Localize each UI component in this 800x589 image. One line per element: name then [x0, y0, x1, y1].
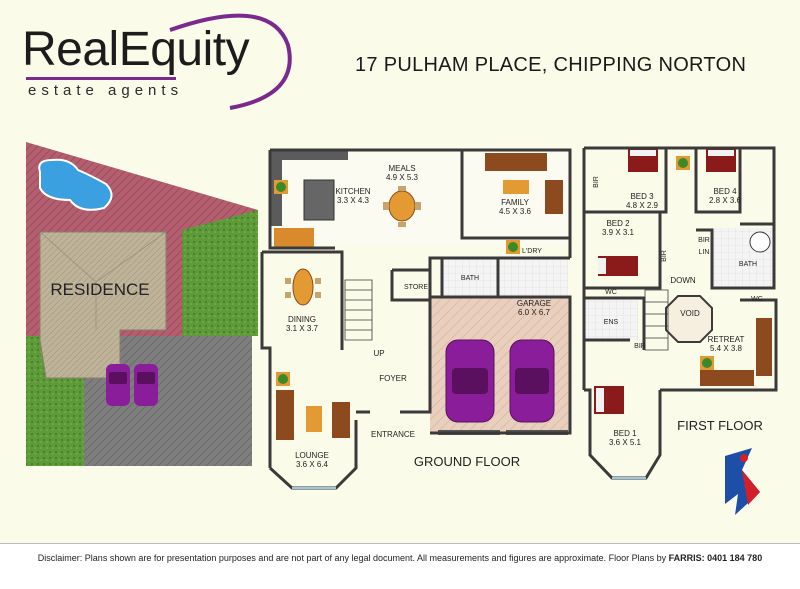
- meals-size: 4.9 X 5.3: [386, 173, 419, 182]
- bed4-size: 2.8 X 3.6: [709, 196, 742, 205]
- site-plan: RESIDENCE: [26, 142, 258, 466]
- site-car-left: [106, 364, 130, 406]
- logo-swoosh: [169, 13, 292, 110]
- bed1-size: 3.6 X 5.1: [609, 438, 642, 447]
- retreat-size: 5.4 X 3.8: [710, 344, 743, 353]
- laundry-floor: [500, 258, 568, 296]
- kitchen-size: 3.3 X 4.3: [337, 196, 370, 205]
- void-label: VOID: [680, 309, 700, 318]
- dining-size: 3.1 X 3.7: [286, 324, 319, 333]
- side-lawn: [182, 210, 258, 336]
- void-area: [665, 295, 713, 343]
- garage-size: 6.0 X 6.7: [518, 308, 551, 317]
- bed4-label: BED 4: [713, 187, 737, 196]
- ground-floor-plan: [260, 148, 572, 490]
- lounge-sofa: [276, 390, 294, 440]
- lounge-coffee-table: [306, 406, 322, 432]
- ground-floor-title: GROUND FLOOR: [414, 454, 520, 469]
- disclaimer-text: Disclaimer: Plans shown are for presenta…: [0, 544, 800, 563]
- entrance-label: ENTRANCE: [371, 430, 415, 439]
- bed-1: [594, 386, 624, 414]
- brand-tagline: estate agents: [28, 82, 184, 99]
- bed3-size: 4.8 X 2.9: [626, 201, 659, 210]
- dining-table: [292, 268, 314, 306]
- kitchen-corner-cabinet: [274, 228, 314, 248]
- wc-label-1: WC: [605, 289, 617, 296]
- ensuite-label: ENS: [604, 319, 619, 326]
- lounge-label: LOUNGE: [295, 451, 329, 460]
- site-car-right: [134, 364, 158, 406]
- family-coffee-table: [503, 180, 529, 194]
- gf-staircase: [344, 279, 373, 341]
- bed3-label: BED 3: [630, 192, 654, 201]
- garage-car-right: [509, 339, 555, 423]
- gf-walls: [260, 148, 572, 490]
- residence-label: RESIDENCE: [50, 280, 149, 299]
- kitchen-label: KITCHEN: [335, 187, 370, 196]
- ensuite-floor: [584, 300, 638, 340]
- retreat-sofa-side: [756, 318, 772, 376]
- foyer-label: FOYER: [379, 374, 407, 383]
- ff-staircase: [644, 289, 669, 351]
- ff-walls: [582, 146, 778, 480]
- gf-bath-label: BATH: [461, 275, 479, 282]
- first-floor-labels: BIR BED 3 4.8 X 2.9 BED 4 2.8 X 3.6 BED …: [593, 176, 763, 447]
- garage-label: GARAGE: [517, 299, 551, 308]
- bed2-size: 3.9 X 3.1: [602, 228, 635, 237]
- disclaimer-bar: Disclaimer: Plans shown are for presenta…: [0, 543, 800, 589]
- wc-label-2: WC: [751, 296, 763, 303]
- brand-logo-wordmark: RealEquity: [22, 23, 250, 76]
- bed1-label: BED 1: [613, 429, 637, 438]
- pool: [38, 158, 113, 211]
- kitchen-island: [303, 179, 335, 221]
- meals-table: [388, 190, 416, 222]
- lounge-armchair: [332, 402, 350, 438]
- dining-label: DINING: [288, 315, 316, 324]
- store-label: STORE: [404, 284, 428, 291]
- linen-label: LIN: [699, 249, 710, 256]
- family-sofa-top: [485, 153, 547, 171]
- family-sofa-side: [545, 180, 563, 214]
- gf-bath-floor: [442, 258, 498, 298]
- farris-logo: [725, 448, 760, 515]
- family-label: FAMILY: [501, 198, 530, 207]
- kitchen-bench-top: [270, 150, 348, 160]
- first-floor-plan: [582, 146, 778, 480]
- logo-underline: [26, 77, 176, 80]
- residence-roof: [39, 231, 167, 379]
- family-size: 4.5 X 3.6: [499, 207, 532, 216]
- lounge-size: 3.6 X 6.4: [296, 460, 329, 469]
- bed2-label: BED 2: [606, 219, 630, 228]
- property-address: 17 PULHAM PLACE, CHIPPING NORTON: [355, 54, 747, 76]
- ff-down-label: DOWN: [670, 276, 696, 285]
- first-floor-title: FIRST FLOOR: [677, 418, 763, 433]
- bed-2: [598, 256, 638, 276]
- garage-car-left: [445, 339, 495, 423]
- bed-3: [628, 148, 658, 172]
- floor-plan-credit: FARRIS: 0401 184 780: [668, 553, 763, 563]
- gf-up-label: UP: [373, 349, 384, 358]
- bed-4: [706, 148, 736, 172]
- bir-label-4: BIR: [634, 343, 646, 350]
- ground-floor-labels: MEALS 4.9 X 5.3 KITCHEN 3.3 X 4.3 FAMILY…: [286, 164, 551, 469]
- retreat-sofa-bottom: [700, 370, 754, 386]
- meals-label: MEALS: [388, 164, 415, 173]
- laundry-label: L'DRY: [522, 248, 542, 255]
- retreat-label: RETREAT: [708, 335, 745, 344]
- ff-bath-label: BATH: [739, 261, 757, 268]
- bir-label-2: BIR: [661, 250, 668, 262]
- bir-label-1: BIR: [593, 176, 600, 188]
- bir-label-3: BIR: [698, 237, 710, 244]
- disclaimer-body: Disclaimer: Plans shown are for presenta…: [37, 553, 669, 563]
